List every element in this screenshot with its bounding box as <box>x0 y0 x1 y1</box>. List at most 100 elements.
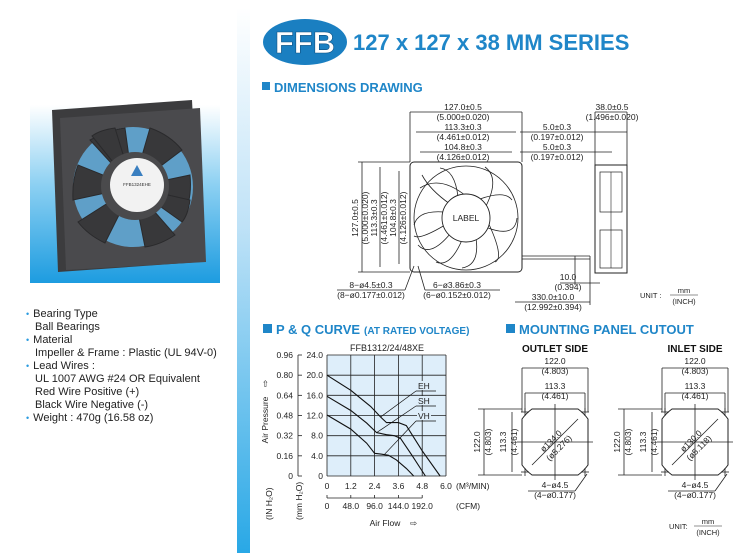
side-view-drawing <box>594 164 628 274</box>
x2-tick-label: 192.0 <box>412 501 434 511</box>
svg-text:UNIT:: UNIT: <box>669 522 688 531</box>
dim-p: 113.3 <box>545 381 566 391</box>
dim-w: 122.0 <box>472 431 482 453</box>
x-axis-label: Air Flow <box>370 518 402 528</box>
x2-tick-label: 96.0 <box>366 501 383 511</box>
dim-flange2: 5.0±0.3 <box>543 142 572 152</box>
bullet-icon: • <box>26 309 30 319</box>
dim-holes: 4−ø4.5 <box>542 480 569 490</box>
bullet-square <box>262 82 270 90</box>
y-tick-label: 8.0 <box>311 431 323 441</box>
front-view-drawing: LABEL <box>409 161 590 273</box>
dim-holes-in: (4−ø0.177) <box>674 490 716 500</box>
svg-text:(INCH): (INCH) <box>672 297 696 306</box>
dim-width-outer: 127.0±0.5 <box>444 102 482 112</box>
spec-value: Red Wire Positive (+) <box>35 386 140 398</box>
label-area: LABEL <box>453 213 480 223</box>
bullet-icon: • <box>26 335 30 345</box>
dim-lead: 330.0±10.0 <box>532 292 575 302</box>
inlet-cutout: INLET SIDE122.0(4.803)113.3(4.461)ø130.0… <box>612 344 733 500</box>
dim-depth: 38.0±0.5 <box>595 102 628 112</box>
dim-height-inner: 104.8±0.3 <box>388 199 398 237</box>
series-label: VH <box>418 411 430 421</box>
y-tick-label: 0 <box>318 471 323 481</box>
y-axis-label: Air Pressure <box>260 396 270 443</box>
dim-w-in: (4.803) <box>542 366 569 376</box>
cutout-title: OUTLET SIDE <box>522 344 588 355</box>
page-title: 127 x 127 x 38 MM SERIES <box>353 30 629 55</box>
leader-line <box>384 420 417 455</box>
dim-holes-a: 8−ø4.5±0.3 <box>349 280 392 290</box>
dim-strip-in: (0.394) <box>555 282 582 292</box>
dim-w: 122.0 <box>684 356 706 366</box>
section-title-dimensions: DIMENSIONS DRAWING <box>274 80 423 95</box>
product-photo: FFB1324EHE <box>30 100 220 283</box>
dim-inner: 104.8±0.3 <box>444 142 482 152</box>
bullet-icon: • <box>26 413 30 423</box>
dim-w-in: (4.803) <box>483 428 493 455</box>
dim-flange2-in: (0.197±0.012) <box>531 152 584 162</box>
section-title-pq: P & Q CURVE(AT RATED VOLTAGE) <box>276 322 469 337</box>
leader-line <box>380 390 417 418</box>
decorative-strip <box>237 8 250 553</box>
svg-text:UNIT :: UNIT : <box>640 291 662 300</box>
dim-w: 122.0 <box>544 356 566 366</box>
y2-tick-label: 0.64 <box>276 390 293 400</box>
y2-tick-label: 0.80 <box>276 370 293 380</box>
spec-value: Black Wire Negative (-) <box>35 399 149 411</box>
dim-p: 113.3 <box>638 431 648 452</box>
spec-label: Lead Wires : <box>33 360 95 372</box>
outlet-cutout: OUTLET SIDE122.0(4.803)113.3(4.461)ø134.… <box>472 344 593 500</box>
dim-w: 122.0 <box>612 431 622 453</box>
bullet-square <box>506 324 515 333</box>
spec-item: •Weight : 470g (16.58 oz) <box>26 412 217 425</box>
spec-item: •Lead Wires : <box>26 360 217 373</box>
chart-title: FFB1312/24/48XE <box>350 343 424 353</box>
dim-holes: 4−ø4.5 <box>682 480 709 490</box>
x2-tick-label: 48.0 <box>343 501 360 511</box>
svg-text:mm: mm <box>702 517 715 526</box>
hub-label: FFB1324EHE <box>123 182 151 187</box>
dim-w-in: (4.803) <box>623 428 633 455</box>
dim-flange1: 5.0±0.3 <box>543 122 572 132</box>
dimension-lines <box>337 111 628 305</box>
x2-tick-label: 144.0 <box>388 501 410 511</box>
dim-holes-in: (4−ø0.177) <box>534 490 576 500</box>
series-line-vh <box>326 414 415 477</box>
dim-holes-b: 6−ø3.86±0.3 <box>433 280 481 290</box>
dim-holes-a-in: (8−ø0.177±0.012) <box>337 290 405 300</box>
leader-line <box>376 405 417 433</box>
series-line-eh <box>326 374 441 477</box>
spec-label: Bearing Type <box>33 308 98 320</box>
section-title-mounting: MOUNTING PANEL CUTOUT <box>519 322 694 337</box>
cutout-title: INLET SIDE <box>667 344 722 355</box>
x-tick-label: 4.8 <box>416 481 428 491</box>
x-tick-label: 6.0 <box>440 481 452 491</box>
dim-p-in: (4.461) <box>542 391 569 401</box>
dim-p-in: (4.461) <box>649 428 659 455</box>
dim-strip: 10.0 <box>560 272 577 282</box>
x-tick-label: 2.4 <box>369 481 381 491</box>
x-tick-label: 1.2 <box>345 481 357 491</box>
y-unit: (mm H₂O) <box>294 482 304 520</box>
dim-depth-in: (1.496±0.020) <box>586 112 639 122</box>
dim-p-in: (4.461) <box>509 428 519 455</box>
dim-hole-pitch: 113.3±0.3 <box>444 122 481 132</box>
y-tick-label: 16.0 <box>306 390 323 400</box>
x-tick-label: 3.6 <box>392 481 404 491</box>
svg-text:mm: mm <box>678 286 691 295</box>
spec-label: Material <box>33 334 73 346</box>
arrow-up-icon: ⇨ <box>260 379 270 387</box>
y-tick-label: 24.0 <box>306 350 323 360</box>
series-label: SH <box>418 396 430 406</box>
y2-tick-label: 0.48 <box>276 411 293 421</box>
spec-value: Ball Bearings <box>35 321 100 333</box>
spec-value: Impeller & Frame : Plastic (UL 94V-0) <box>35 347 217 359</box>
y2-tick-label: 0.16 <box>276 451 293 461</box>
dim-p-in: (4.461) <box>682 391 709 401</box>
x2-tick-label: 0 <box>325 501 330 511</box>
dim-lead-in: (12.992±0.394) <box>524 302 582 312</box>
